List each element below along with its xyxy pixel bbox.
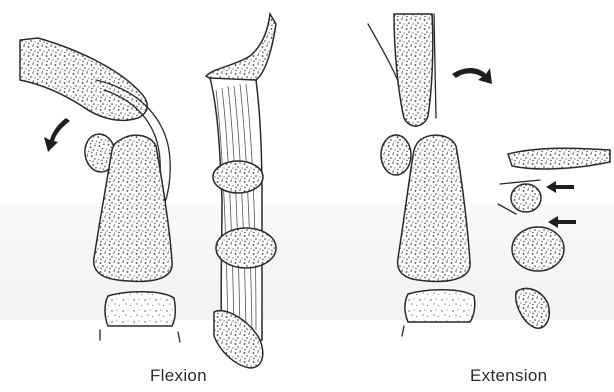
extension-small-ossicle [511, 184, 541, 212]
extension-patella [381, 135, 411, 175]
center-upper-ossicle [213, 161, 263, 193]
extension-caption: Extension [470, 366, 547, 386]
extension-motion-arrow [452, 68, 492, 84]
extension-tendon-flap [508, 148, 610, 169]
flexion-lower-bone [105, 292, 175, 326]
flexion-caption: Flexion [150, 366, 207, 386]
extension-lower-bone [405, 290, 475, 322]
flexion-motion-arrow [44, 118, 70, 152]
extension-arrow-upper [546, 181, 574, 193]
center-middle-ossicle [216, 228, 276, 268]
extension-femur [394, 14, 433, 126]
extension-large-ossicle [512, 227, 564, 271]
center-femur [206, 14, 276, 82]
flexion-femur [20, 38, 147, 120]
